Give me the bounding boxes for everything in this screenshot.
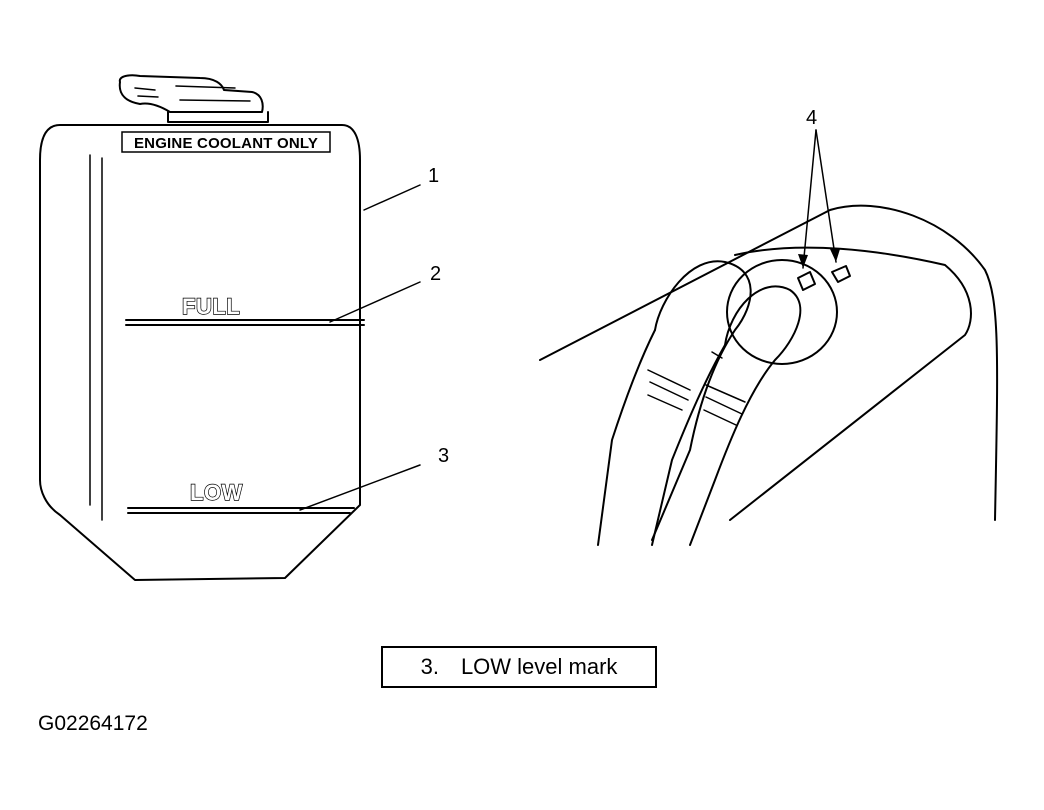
leader-line-1 bbox=[363, 184, 421, 211]
tank-callouts: 1 2 3 bbox=[299, 165, 449, 511]
tank-top-outline bbox=[539, 204, 999, 521]
low-mark-text: LOW bbox=[190, 480, 243, 505]
arrowheads-4 bbox=[798, 249, 840, 268]
filler-neck bbox=[726, 259, 838, 365]
figure-id: G02264172 bbox=[38, 712, 148, 735]
callout-4: 4 bbox=[806, 107, 817, 129]
caption-box: 3. LOW level mark bbox=[381, 646, 657, 688]
callout-3: 3 bbox=[438, 445, 449, 467]
caption-text: LOW level mark bbox=[460, 654, 618, 679]
caption-number: 3. bbox=[420, 654, 439, 679]
full-mark-text: FULL bbox=[182, 294, 240, 319]
reservoir-tank: ENGINE COOLANT ONLY FULL LOW bbox=[39, 74, 365, 581]
hose-2 bbox=[689, 285, 802, 546]
leader-line-4a bbox=[802, 129, 817, 269]
tank-top-closeup bbox=[539, 204, 999, 546]
low-level-line bbox=[127, 507, 355, 514]
leader-line-4b bbox=[815, 129, 837, 263]
cap-label: ENGINE COOLANT ONLY bbox=[134, 135, 318, 152]
leader-line-3 bbox=[299, 464, 421, 511]
tank-body bbox=[39, 124, 361, 581]
full-level-line bbox=[125, 319, 365, 326]
tank-cap bbox=[118, 74, 264, 113]
cap-label-plate bbox=[121, 131, 331, 153]
outlet-nub-1 bbox=[797, 271, 816, 291]
hose-1 bbox=[651, 260, 752, 541]
callout-2: 2 bbox=[430, 263, 441, 285]
callout-1: 1 bbox=[428, 165, 439, 187]
outlet-nub-2 bbox=[831, 265, 851, 283]
leader-line-2 bbox=[329, 281, 421, 323]
hose-outlet-callouts: 4 bbox=[798, 107, 840, 269]
